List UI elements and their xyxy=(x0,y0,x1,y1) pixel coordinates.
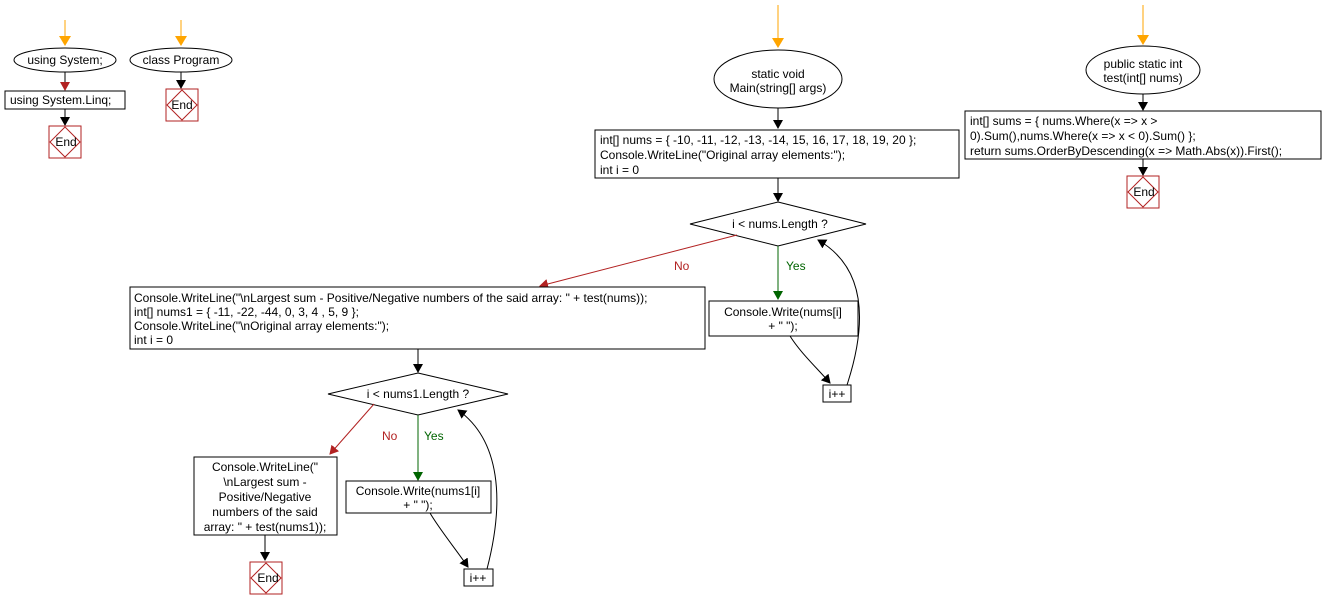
init-line3: int i = 0 xyxy=(600,163,639,177)
flow-class-program: class Program End xyxy=(129,20,233,122)
end-label: End xyxy=(1133,185,1154,199)
flow-main: static void Main(string[] args) int[] nu… xyxy=(129,5,960,595)
start-label: class Program xyxy=(143,53,220,67)
test-body-box xyxy=(964,110,1322,160)
loop1-body-line2: + " "); xyxy=(768,319,798,333)
edge xyxy=(429,512,469,568)
start-label: using System; xyxy=(27,53,102,67)
loop1-back-edge xyxy=(817,239,861,386)
yes-label: Yes xyxy=(786,259,806,273)
process-label: using System.Linq; xyxy=(10,93,111,107)
end-node: End xyxy=(1126,175,1160,209)
loop1-inc-label: i++ xyxy=(829,387,846,401)
loop2-body-line2: + " "); xyxy=(403,498,433,512)
start-label-line1: static void xyxy=(751,67,804,81)
start-label-line1: public static int xyxy=(1104,57,1183,71)
end-label: End xyxy=(171,98,192,112)
loop2-inc-label: i++ xyxy=(470,571,487,585)
flow-test-method: public static int test(int[] nums) int[]… xyxy=(964,5,1322,209)
yes-label: Yes xyxy=(424,429,444,443)
flow-using-system: using System; using System.Linq; End xyxy=(4,20,126,159)
init-box xyxy=(594,129,960,179)
no-edge xyxy=(539,234,738,289)
decision-2-label: i < nums1.Length ? xyxy=(367,387,470,401)
start-label-line2: Main(string[] args) xyxy=(730,81,827,95)
loop2-body-box xyxy=(345,480,492,514)
loop2-back-edge xyxy=(457,409,498,570)
start-label-line2: test(int[] nums) xyxy=(1103,71,1182,85)
loop2-inc-box xyxy=(463,568,494,587)
after-loop1-line3: Console.WriteLine("\nOriginal array elem… xyxy=(134,319,389,333)
end-node: End xyxy=(249,561,283,595)
final-line1: Console.WriteLine(" xyxy=(212,460,318,474)
final-box xyxy=(193,456,338,536)
test-body-line3: return sums.OrderByDescending(x => Math.… xyxy=(970,144,1282,158)
loop1-body-line1: Console.Write(nums[i] xyxy=(724,305,842,319)
final-line4: numbers of the said xyxy=(212,505,317,519)
end-node: End xyxy=(165,88,199,122)
no-label: No xyxy=(674,259,690,273)
end-label: End xyxy=(55,135,76,149)
after-loop1-line2: int[] nums1 = { -11, -22, -44, 0, 3, 4 ,… xyxy=(134,305,359,319)
test-body-line2: 0).Sum(),nums.Where(x => x < 0).Sum() }; xyxy=(970,129,1196,143)
no-edge xyxy=(329,403,375,455)
final-line3: Positive/Negative xyxy=(219,490,312,504)
decision-1-label: i < nums.Length ? xyxy=(732,217,828,231)
no-label: No xyxy=(382,429,398,443)
final-line2: \nLargest sum - xyxy=(223,475,306,489)
final-line5: array: " + test(nums1)); xyxy=(204,520,327,534)
loop1-body-box xyxy=(708,300,859,337)
after-loop1-box xyxy=(129,286,706,350)
loop1-inc-box xyxy=(822,384,852,403)
end-node: End xyxy=(48,125,82,159)
after-loop1-line1: Console.WriteLine("\nLargest sum - Posit… xyxy=(134,291,648,305)
test-body-line1: int[] sums = { nums.Where(x => x > xyxy=(970,114,1157,128)
edge xyxy=(789,335,831,384)
end-label: End xyxy=(257,571,278,585)
init-line2: Console.WriteLine("Original array elemen… xyxy=(600,148,845,162)
init-line1: int[] nums = { -10, -11, -12, -13, -14, … xyxy=(600,133,916,147)
after-loop1-line4: int i = 0 xyxy=(134,333,173,347)
loop2-body-line1: Console.Write(nums1[i] xyxy=(356,484,481,498)
